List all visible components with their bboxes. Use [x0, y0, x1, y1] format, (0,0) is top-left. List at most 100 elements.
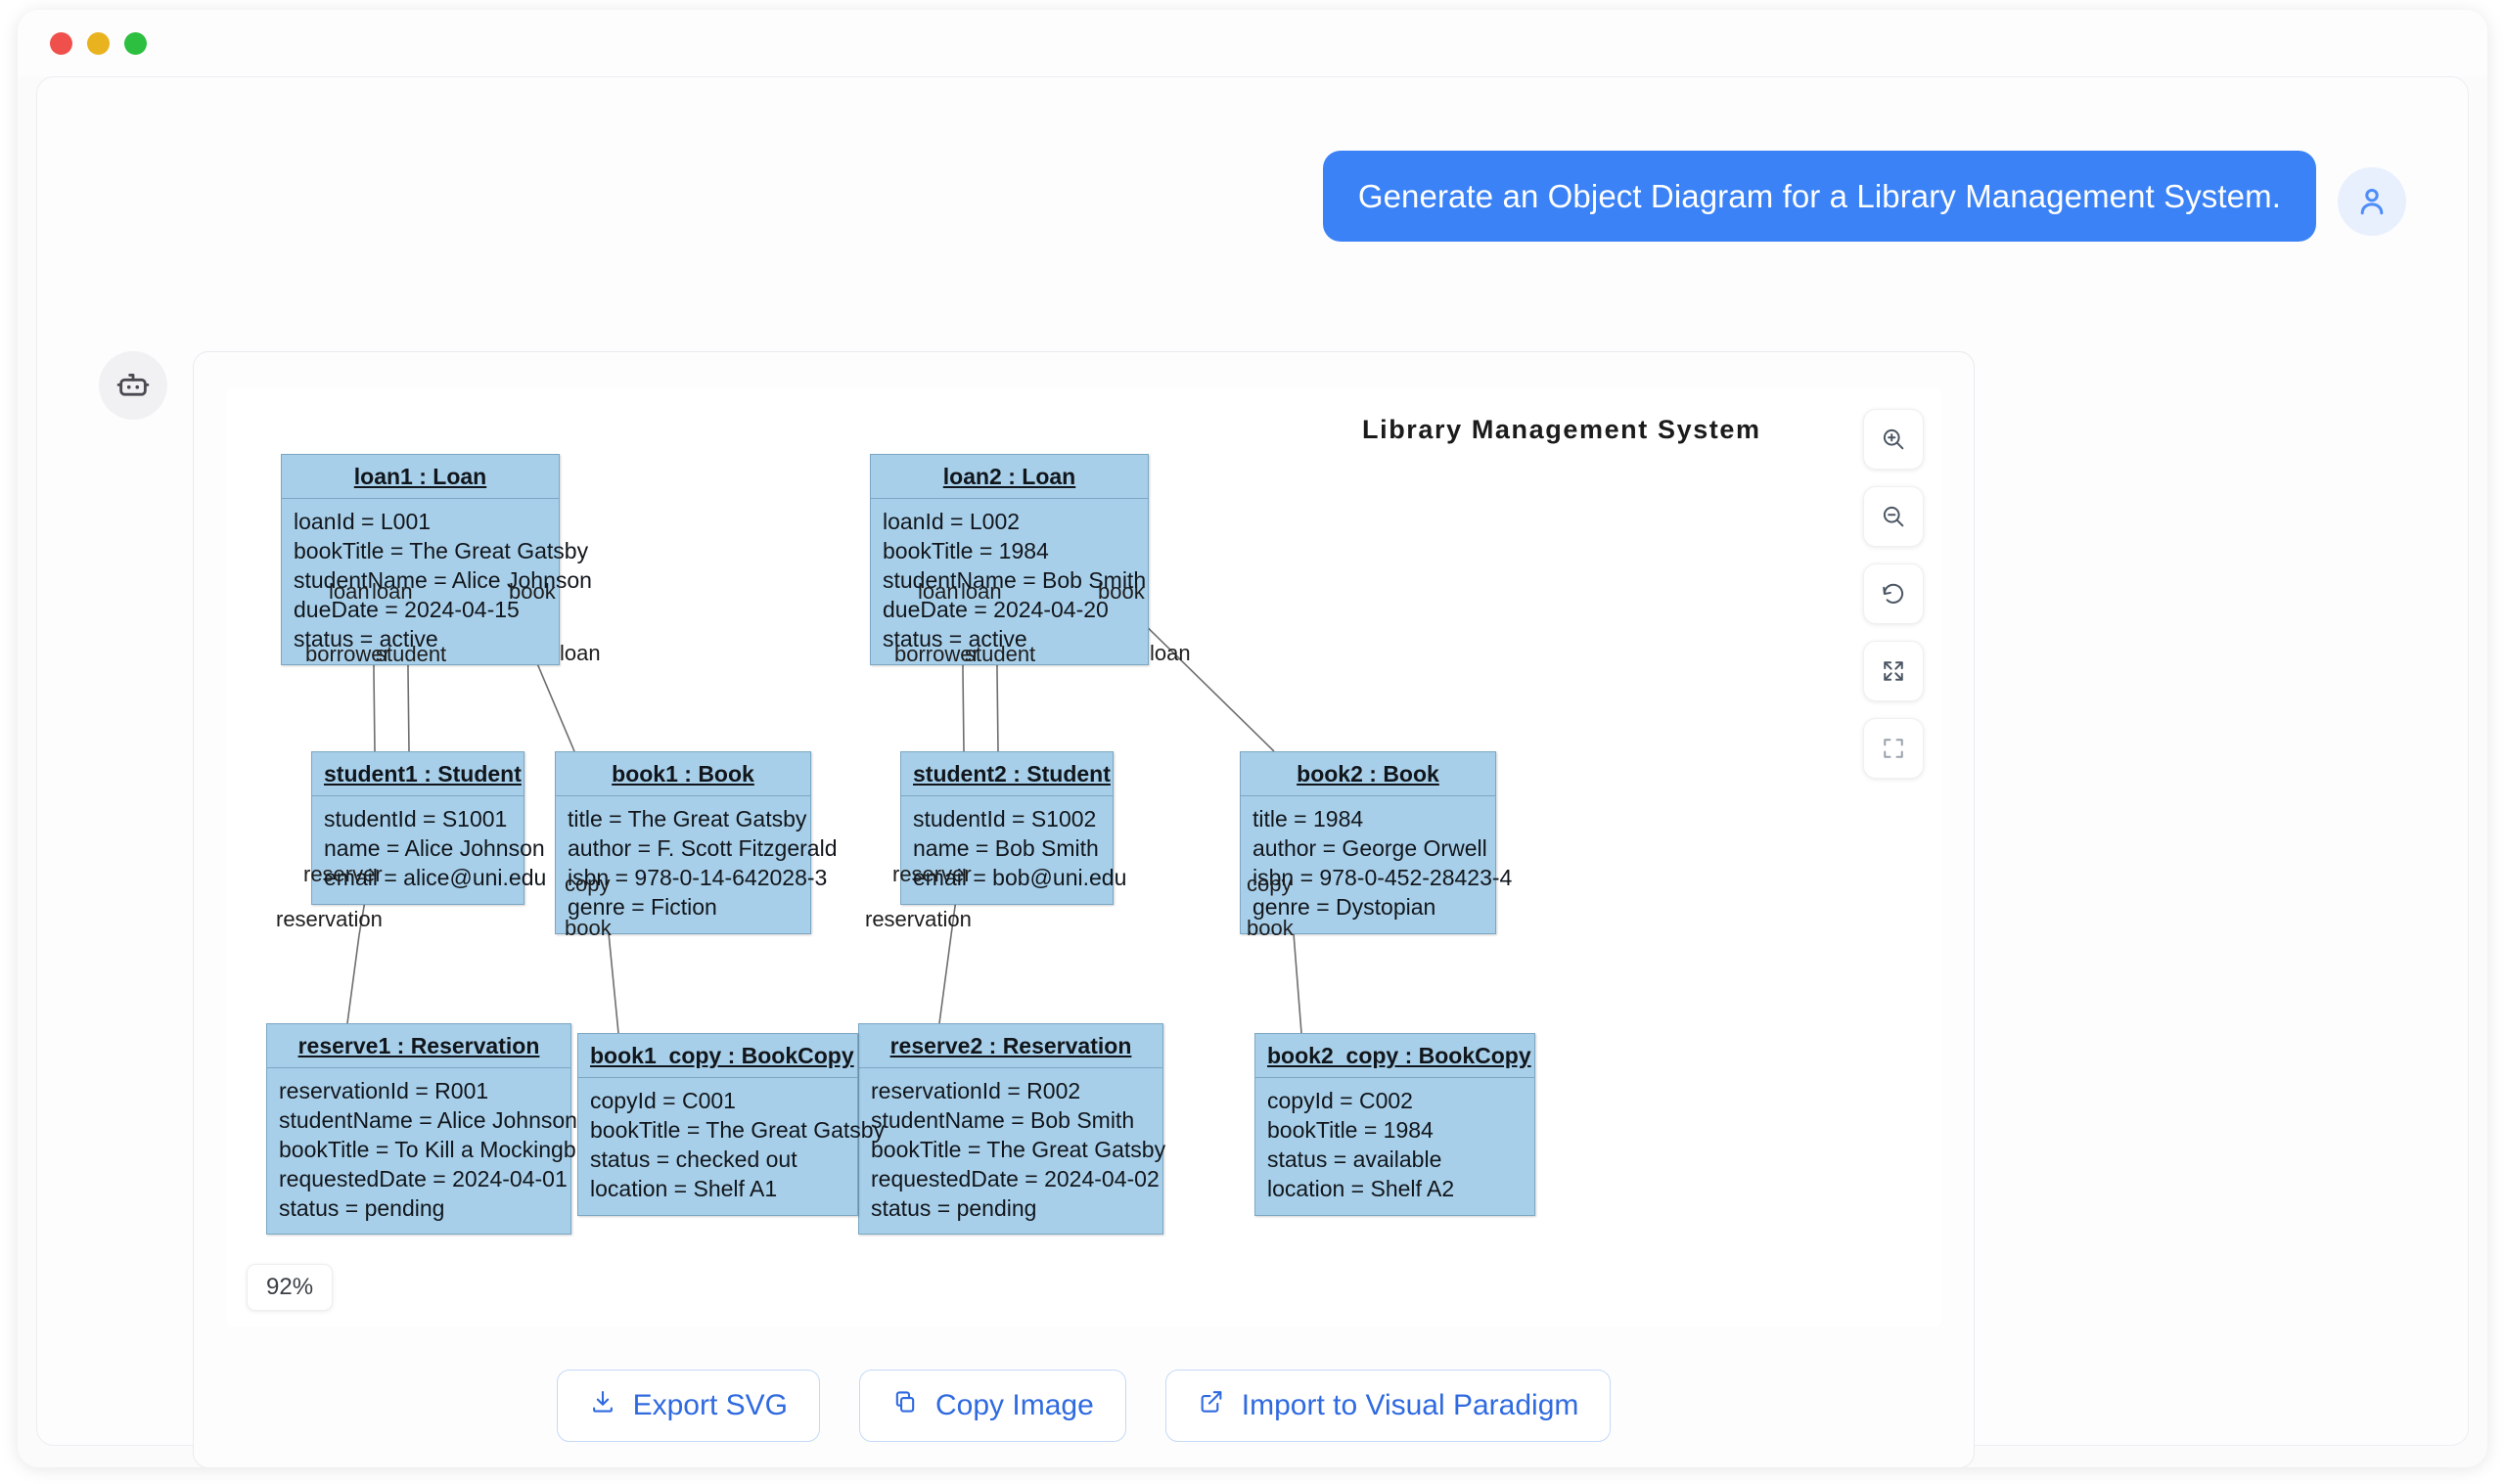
object-attributes: studentId = S1002 name = Bob Smith email…: [901, 796, 1127, 904]
download-icon: [589, 1388, 616, 1423]
export-svg-button[interactable]: Export SVG: [556, 1370, 821, 1442]
attr-row: bookTitle = 1984: [1267, 1116, 1434, 1143]
object-attributes: reservationId = R001 studentName = Alice…: [267, 1068, 602, 1234]
attr-row: bookTitle = To Kill a Mockingbird: [279, 1136, 602, 1162]
page-body: Generate an Object Diagram for a Library…: [18, 76, 2487, 1467]
attr-row: location = Shelf A1: [590, 1175, 778, 1201]
edge-label-book: book: [565, 916, 612, 940]
attr-row: status = pending: [871, 1194, 1037, 1221]
attr-row: email = bob@uni.edu: [913, 864, 1127, 890]
attr-row: studentName = Bob Smith: [871, 1106, 1135, 1133]
import-to-visual-paradigm-button[interactable]: Import to Visual Paradigm: [1164, 1370, 1612, 1442]
minimize-window-button[interactable]: [87, 32, 110, 55]
user-message-bubble: Generate an Object Diagram for a Library…: [1322, 151, 2316, 243]
edge-label-reservation: reservation: [276, 907, 383, 931]
zoom-controls: [1863, 409, 1924, 779]
attr-row: author = George Orwell: [1252, 834, 1487, 861]
attr-row: name = Bob Smith: [913, 834, 1099, 861]
attr-row: title = The Great Gatsby: [568, 806, 807, 832]
copy-image-label: Copy Image: [935, 1389, 1094, 1421]
copy-image-button[interactable]: Copy Image: [859, 1370, 1126, 1442]
object-attributes: title = The Great Gatsby author = F. Sco…: [556, 796, 838, 933]
attr-row: studentId = S1001: [324, 806, 508, 832]
object-attributes: studentId = S1001 name = Alice Johnson e…: [312, 796, 546, 904]
object-title: book1 : Book: [556, 752, 810, 796]
maximize-window-button[interactable]: [124, 32, 147, 55]
attr-row: copyId = C002: [1267, 1088, 1413, 1113]
attr-row: status = available: [1267, 1146, 1442, 1172]
object-title: book2 : Book: [1241, 752, 1495, 796]
edge-label-reservation: reservation: [865, 907, 972, 931]
edge-label-loan: loan: [961, 579, 1002, 604]
edge-label-book: book: [509, 579, 556, 604]
object-node-book1-copy[interactable]: book1_copy : BookCopy copyId = C001 book…: [577, 1033, 886, 1216]
object-node-book1[interactable]: book1 : Book title = The Great Gatsby au…: [555, 751, 838, 934]
attr-row: bookTitle = The Great Gatsby: [294, 537, 589, 563]
edge-label-copy: copy: [1247, 872, 1293, 896]
edge-label-student: student: [376, 642, 447, 666]
object-title: student1 : Student: [312, 752, 524, 796]
fullscreen-corners-icon[interactable]: [1863, 718, 1924, 779]
attr-row: studentName = Alice Johnson: [279, 1106, 577, 1133]
copy-icon: [891, 1388, 919, 1423]
external-link-icon: [1198, 1388, 1225, 1423]
attr-row: location = Shelf A2: [1267, 1175, 1455, 1201]
object-node-reserve1[interactable]: reserve1 : Reservation reservationId = R…: [266, 1023, 602, 1236]
object-node-loan2[interactable]: loan2 : Loan loanId = L002 bookTitle = 1…: [870, 454, 1149, 666]
reset-rotate-icon[interactable]: [1863, 563, 1924, 624]
object-title: book1_copy : BookCopy: [578, 1034, 857, 1078]
attr-row: requestedDate = 2024-04-01: [279, 1165, 568, 1192]
edge-label-reserver: reserver: [303, 862, 383, 886]
attr-row: requestedDate = 2024-04-02: [871, 1165, 1160, 1192]
diagram-result-card: Library Management System: [193, 351, 1975, 1467]
object-node-reserve2[interactable]: reserve2 : Reservation reservationId = R…: [858, 1023, 1166, 1236]
object-title: reserve1 : Reservation: [267, 1024, 570, 1068]
edge-label-loan: loan: [1150, 641, 1191, 665]
edge-label-copy: copy: [565, 872, 611, 896]
attr-row: genre = Dystopian: [1252, 893, 1436, 920]
object-title: student2 : Student: [901, 752, 1113, 796]
attr-row: status = active: [883, 625, 1027, 652]
edge-label-loan: loan: [372, 579, 413, 604]
object-node-book2[interactable]: book2 : Book title = 1984 author = Georg…: [1240, 751, 1512, 934]
assistant-message-row: Library Management System: [99, 351, 1975, 1467]
attr-row: bookTitle = 1984: [883, 537, 1049, 563]
zoom-level-badge: 92%: [247, 1264, 334, 1311]
object-title: reserve2 : Reservation: [859, 1024, 1162, 1068]
attr-row: status = checked out: [590, 1146, 797, 1172]
diagram-title: Library Management System: [1362, 415, 1761, 444]
app-window: Generate an Object Diagram for a Library…: [18, 10, 2487, 1467]
attr-row: dueDate = 2024-04-20: [883, 596, 1109, 622]
diagram-canvas[interactable]: Library Management System: [227, 387, 1941, 1327]
object-node-student2[interactable]: student2 : Student studentId = S1002 nam…: [900, 751, 1127, 905]
object-attributes: reservationId = R002 studentName = Bob S…: [859, 1068, 1166, 1234]
attr-row: author = F. Scott Fitzgerald: [568, 834, 838, 861]
edge-label-loan: loan: [560, 641, 601, 665]
zoom-in-icon[interactable]: [1863, 409, 1924, 470]
attr-row: bookTitle = The Great Gatsby: [871, 1136, 1166, 1162]
object-attributes: copyId = C001 bookTitle = The Great Gats…: [578, 1078, 886, 1215]
attr-row: bookTitle = The Great Gatsby: [590, 1116, 886, 1143]
attr-row: genre = Fiction: [568, 893, 717, 920]
edge-label-loan: loan: [918, 579, 959, 604]
close-window-button[interactable]: [50, 32, 72, 55]
attr-row: reservationId = R001: [279, 1078, 489, 1103]
user-icon: [2338, 167, 2406, 236]
attr-row: loanId = L002: [883, 509, 1021, 534]
edge-label-reserver: reserver: [892, 862, 972, 886]
object-title: loan2 : Loan: [871, 455, 1148, 499]
edge-label-borrower: borrower: [305, 642, 390, 666]
object-node-book2-copy[interactable]: book2_copy : BookCopy copyId = C002 book…: [1254, 1033, 1535, 1216]
diagram-viewport[interactable]: Library Management System: [227, 387, 1941, 1327]
object-node-loan1[interactable]: loan1 : Loan loanId = L001 bookTitle = T…: [281, 454, 592, 666]
expand-arrows-icon[interactable]: [1863, 641, 1924, 701]
attr-row: copyId = C001: [590, 1088, 736, 1113]
chat-content-card: Generate an Object Diagram for a Library…: [36, 76, 2469, 1467]
zoom-out-icon[interactable]: [1863, 486, 1924, 547]
attr-row: studentId = S1002: [913, 806, 1097, 832]
attr-row: reservationId = R002: [871, 1078, 1081, 1103]
traffic-lights: [50, 32, 147, 55]
object-attributes: copyId = C002 bookTitle = 1984 status = …: [1255, 1078, 1534, 1215]
attr-row: dueDate = 2024-04-15: [294, 596, 520, 622]
object-title: loan1 : Loan: [282, 455, 559, 499]
